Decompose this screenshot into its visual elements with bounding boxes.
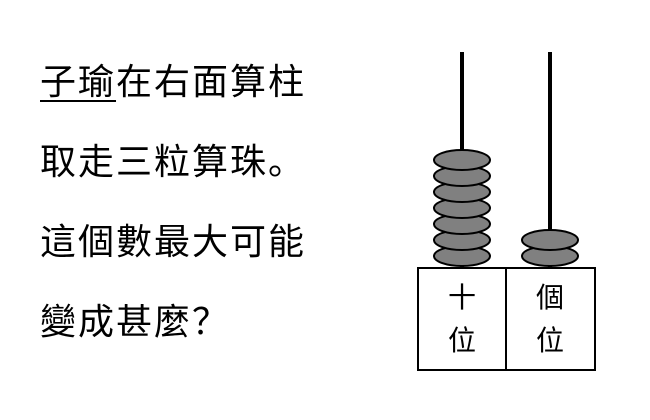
- question-line-4: 變成甚麼？: [40, 302, 231, 343]
- question-text: 子瑜在右面算柱 取走三粒算珠。 這個數最大可能 變成甚麼？: [40, 58, 400, 378]
- tens-label-bottom: 位: [448, 324, 476, 357]
- tens-label-top: 十: [448, 281, 476, 314]
- ones-label-bottom: 位: [536, 324, 564, 357]
- tens-beads-group: [433, 149, 491, 267]
- tens-bead: [433, 149, 491, 171]
- question-line-1-rest: 在右面算柱: [116, 62, 307, 103]
- person-name: 子瑜: [40, 62, 117, 103]
- question-line-1: 子瑜在右面算柱: [40, 58, 400, 138]
- ones-label-top: 個: [536, 281, 564, 314]
- ones-bead: [521, 229, 579, 251]
- ones-beads-group: [521, 229, 579, 267]
- question-line-3: 這個數最大可能: [40, 222, 307, 263]
- question-line-2: 取走三粒算珠。: [40, 142, 307, 183]
